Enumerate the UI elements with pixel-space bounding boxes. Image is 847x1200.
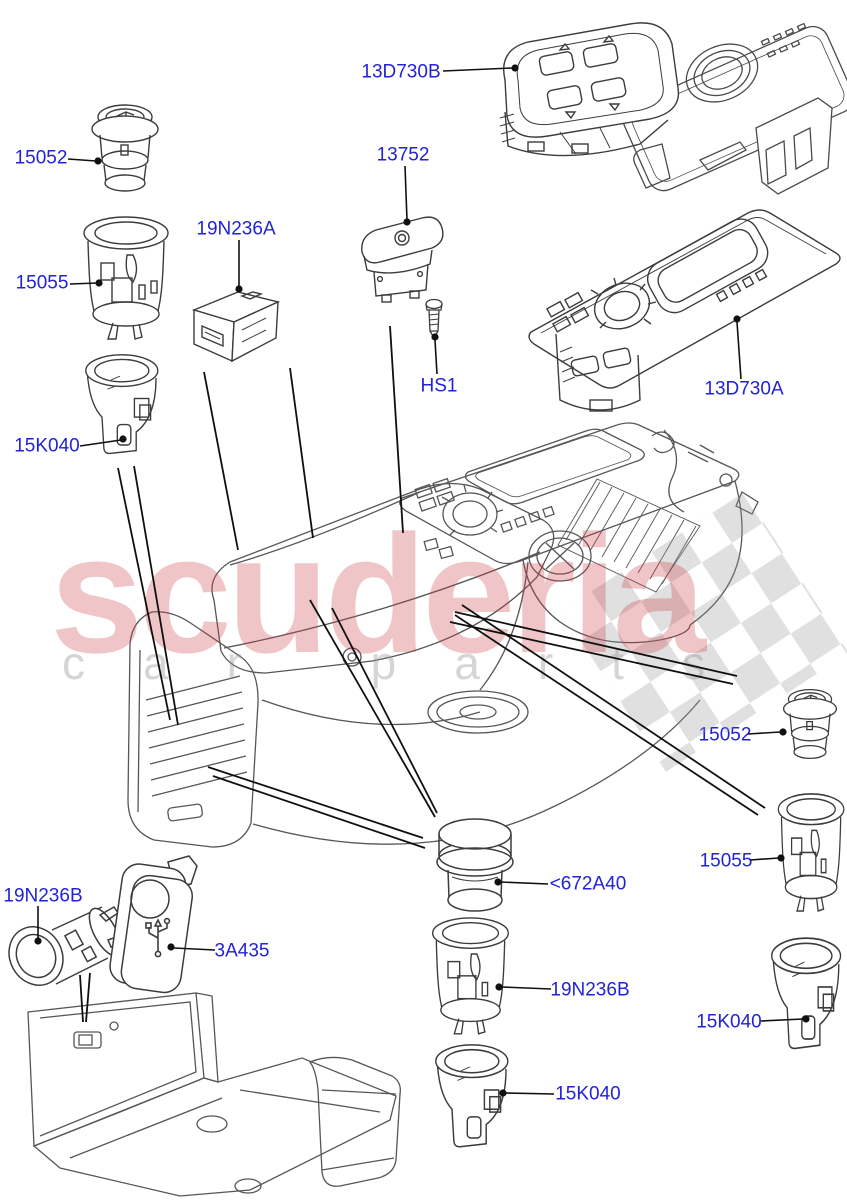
leader-dots	[34, 64, 810, 1097]
part-13d730a-console-bezel	[528, 209, 841, 412]
part-label-19n236a[interactable]: 19N236A	[196, 218, 276, 240]
part-label-19n236b-middle[interactable]: 19N236B	[550, 979, 630, 1001]
part-15055-left-socket	[83, 216, 169, 340]
part-15k040-middle-housing	[435, 1044, 509, 1148]
trunk-panel-drawing	[27, 992, 401, 1197]
part-label-15k040-left[interactable]: 15K040	[14, 435, 80, 457]
part-label-3a435[interactable]: 3A435	[214, 940, 270, 962]
part-13d730b-switch-pack	[499, 22, 680, 157]
usb-icon	[145, 917, 171, 958]
part-19n236b-middle-socket	[432, 917, 509, 1035]
part-15k040-right-housing	[771, 937, 842, 1050]
console-drawing	[127, 422, 759, 848]
part-15052-left-lighter-element	[91, 104, 159, 192]
door-panel-drawing	[622, 22, 847, 195]
part-15055-right-socket	[777, 793, 845, 913]
part-label-15k040-middle[interactable]: 15K040	[555, 1083, 621, 1105]
part-label-13d730a[interactable]: 13D730A	[704, 378, 784, 400]
part-label-15052-right[interactable]: 15052	[698, 724, 752, 746]
part-13752-switch	[361, 216, 444, 303]
part-label-672a40[interactable]: <672A40	[549, 873, 627, 895]
part-label-15055-right[interactable]: 15055	[699, 850, 753, 872]
part-label-15055-left[interactable]: 15055	[15, 272, 69, 294]
part-672a40-lighter-element	[436, 818, 514, 912]
part-15k040-left-housing	[85, 354, 159, 455]
part-label-13752[interactable]: 13752	[376, 144, 430, 166]
part-label-19n236b-bottomleft[interactable]: 19N236B	[3, 885, 83, 907]
part-label-15052-left[interactable]: 15052	[14, 147, 68, 169]
part-3a435-usb-cover	[109, 855, 198, 994]
part-label-15k040-right[interactable]: 15K040	[696, 1011, 762, 1033]
part-label-hs1[interactable]: HS1	[420, 375, 458, 397]
part-19n236a-usb-module	[191, 291, 281, 363]
part-label-13d730b[interactable]: 13D730B	[361, 61, 441, 83]
part-15052-right-lighter-element	[782, 688, 838, 760]
leader-lines	[37, 67, 804, 1095]
